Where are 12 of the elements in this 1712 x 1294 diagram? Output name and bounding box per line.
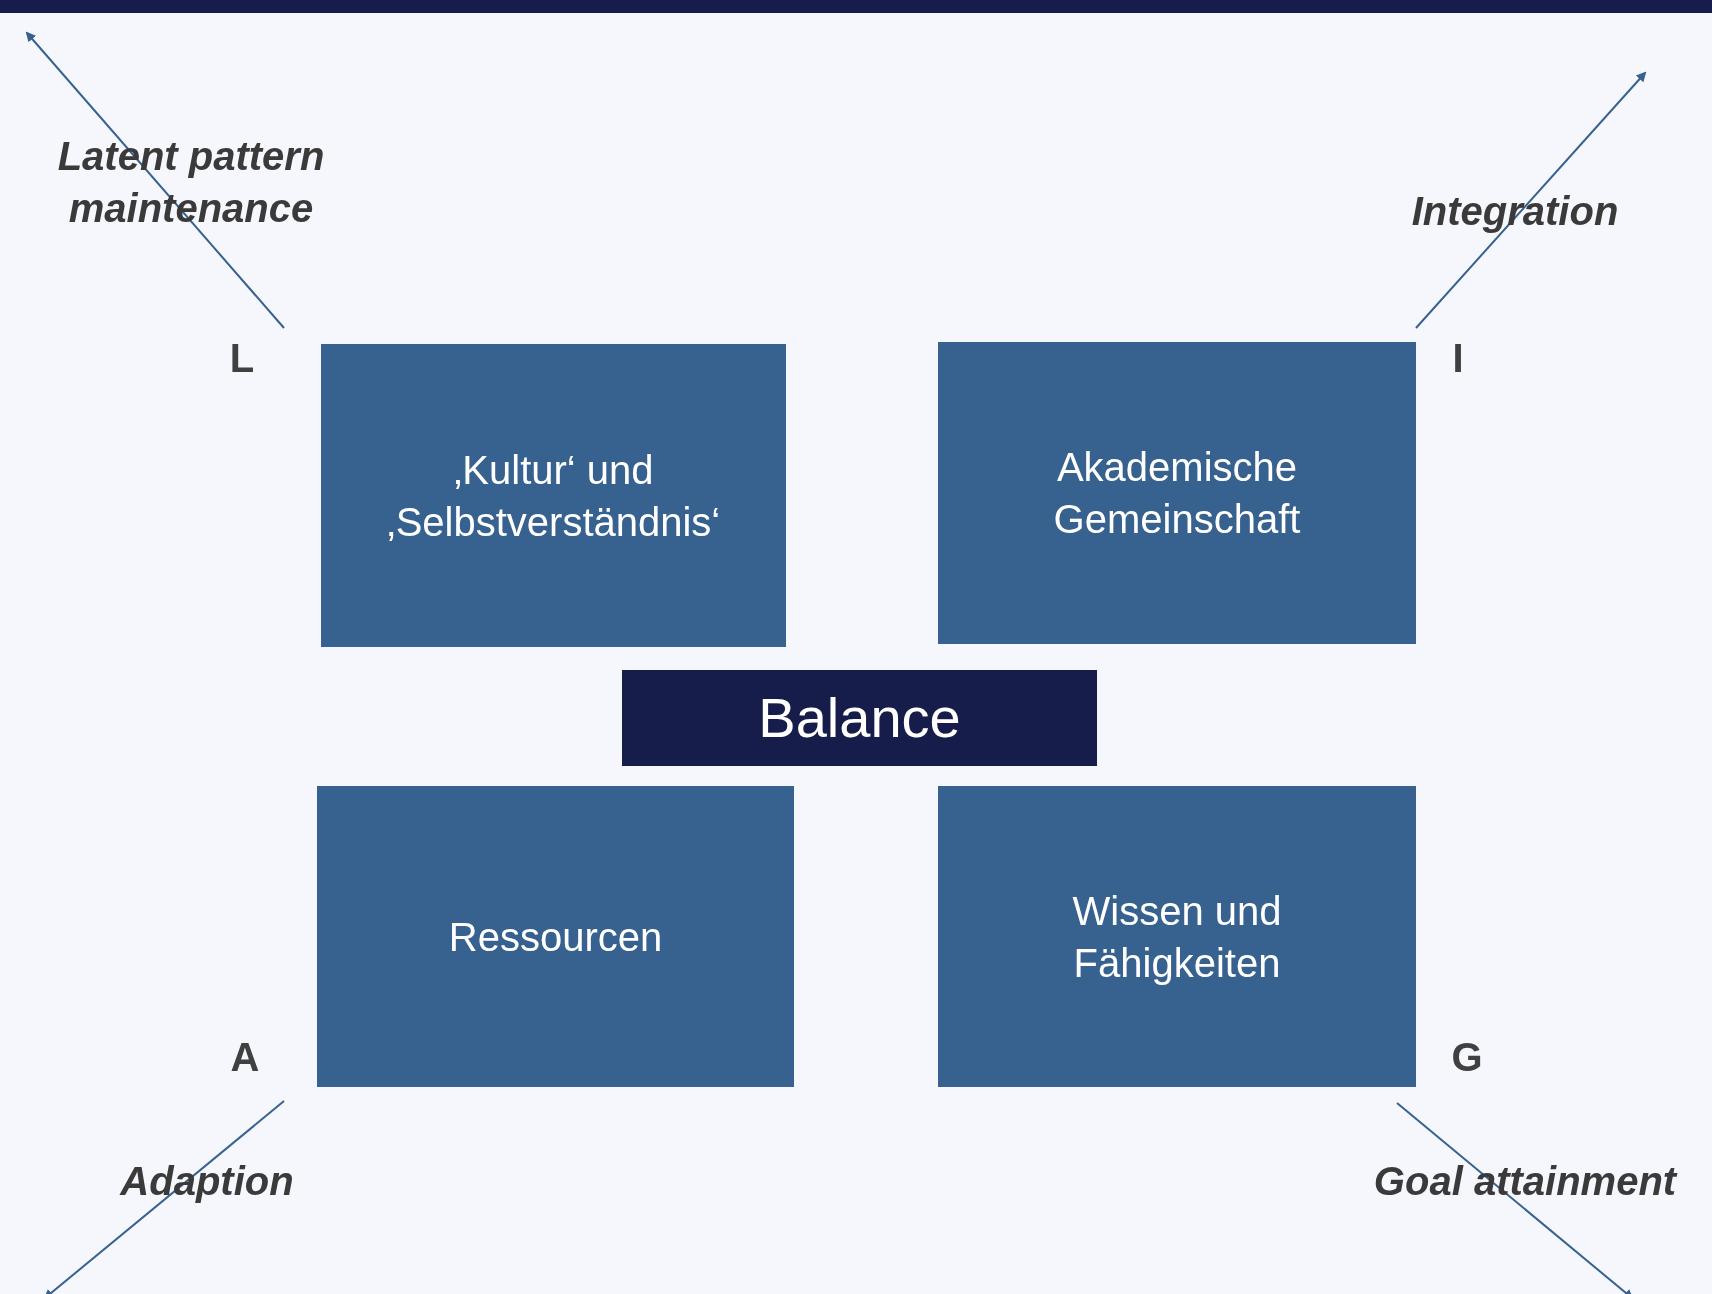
- quadrant-box: Wissen und Fähigkeiten: [938, 786, 1416, 1087]
- quadrant-box: ‚Kultur‘ und ‚Selbstverständnis‘: [321, 344, 786, 647]
- quadrant-letter: L: [229, 335, 255, 382]
- quadrant-box: Ressourcen: [317, 786, 794, 1087]
- quadrant-letter: A: [230, 1034, 260, 1081]
- quadrant-letter: G: [1451, 1034, 1483, 1081]
- quadrant-letter: I: [1452, 335, 1464, 382]
- arrow: [43, 1100, 285, 1294]
- balance-box: Balance: [622, 670, 1097, 766]
- arrow: [25, 31, 285, 329]
- quadrant-box: Akademische Gemeinschaft: [938, 342, 1416, 644]
- arrow: [1415, 71, 1647, 329]
